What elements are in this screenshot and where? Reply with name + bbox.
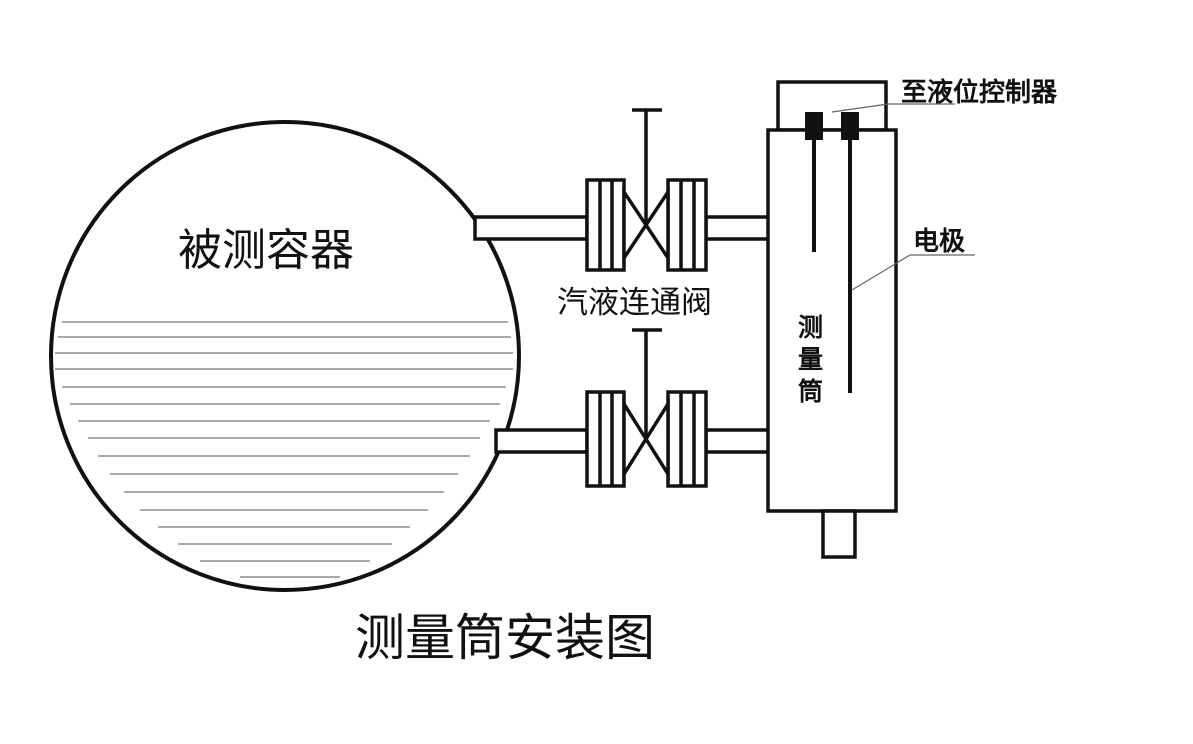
upper-pipe-left <box>473 215 589 241</box>
lower-pipe <box>494 428 776 454</box>
tube-label: 测 量 筒 <box>798 313 823 406</box>
vessel: 被测容器 <box>49 120 521 592</box>
measuring-tube <box>766 80 898 559</box>
lower-pipe-left <box>494 428 589 454</box>
vessel-label: 被测容器 <box>178 225 354 276</box>
upper-valve-right-flange <box>666 178 708 272</box>
lower-valve <box>585 328 708 488</box>
electrode-leader-line <box>851 254 975 291</box>
electrodes <box>805 112 859 393</box>
upper-pipe-right <box>704 215 776 241</box>
controller-label: 至液位控制器 <box>901 77 1058 108</box>
diagram-title: 测量筒安装图 <box>355 609 655 667</box>
tube-body <box>766 128 898 513</box>
liquid-level-lines <box>55 321 513 578</box>
tube-label-char-2: 量 <box>798 345 823 374</box>
lower-valve-left-flange <box>585 390 626 488</box>
lower-valve-right-flange <box>666 390 708 488</box>
vessel-body <box>49 120 521 592</box>
controller-leader-line <box>831 103 955 113</box>
tube-drain <box>821 509 857 559</box>
upper-valve <box>585 108 708 272</box>
lower-pipe-right <box>704 428 776 454</box>
electrode-left-head <box>805 112 823 140</box>
tube-label-char-1: 测 <box>798 313 823 342</box>
upper-valve-left-flange <box>585 178 626 272</box>
valve-label: 汽液连通阀 <box>557 285 712 321</box>
electrode-right-head <box>841 112 859 140</box>
electrode-label: 电极 <box>913 227 966 257</box>
tube-label-char-3: 筒 <box>798 377 823 406</box>
